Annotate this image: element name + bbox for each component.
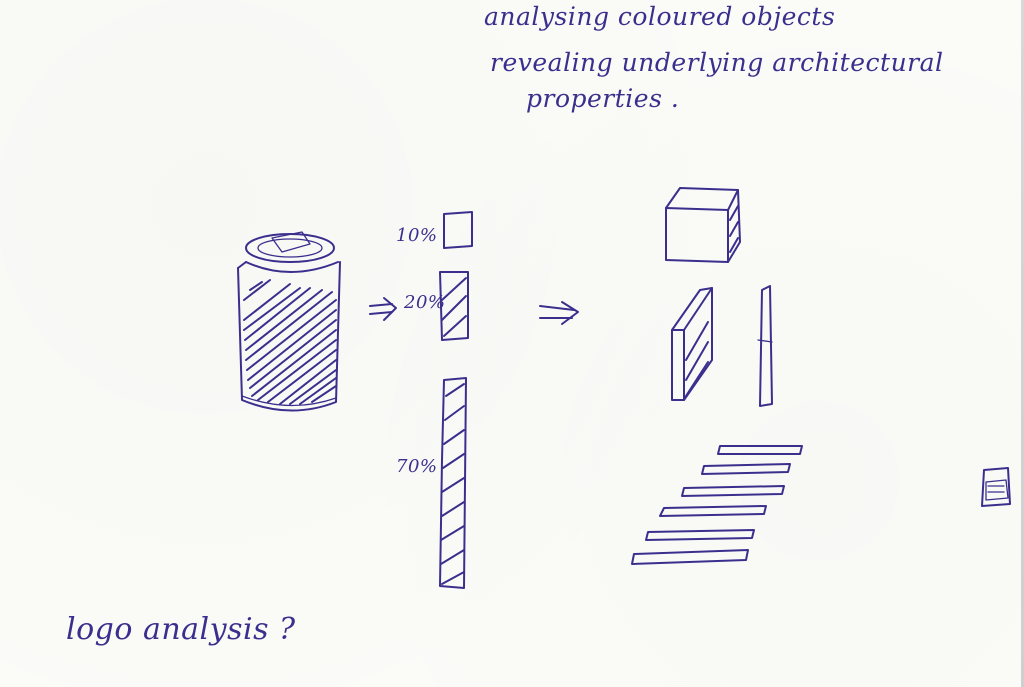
stairs-sketch bbox=[631, 445, 803, 565]
percent-label-top: 10% bbox=[396, 225, 438, 246]
logo-analysis-note: logo analysis ? bbox=[66, 612, 296, 647]
proportion-block-10 bbox=[443, 211, 473, 249]
small-can-sketch bbox=[981, 467, 1011, 507]
cube-sketch bbox=[665, 187, 741, 263]
proportion-block-70 bbox=[439, 377, 467, 589]
arrow-icon bbox=[369, 297, 397, 321]
page-edge bbox=[1021, 0, 1024, 687]
plank-sketch bbox=[757, 285, 773, 407]
heading-line-3: properties . bbox=[526, 84, 680, 113]
heading-line-2: revealing underlying architectural bbox=[490, 48, 944, 77]
percent-label-bottom: 70% bbox=[396, 456, 438, 477]
heading-line-1: analysing coloured objects bbox=[484, 2, 836, 31]
proportion-block-20 bbox=[439, 271, 469, 341]
arrow-icon bbox=[539, 301, 579, 325]
slab-sketch bbox=[671, 287, 713, 401]
soda-can-sketch bbox=[237, 231, 341, 412]
percent-label-middle: 20% bbox=[404, 292, 446, 313]
